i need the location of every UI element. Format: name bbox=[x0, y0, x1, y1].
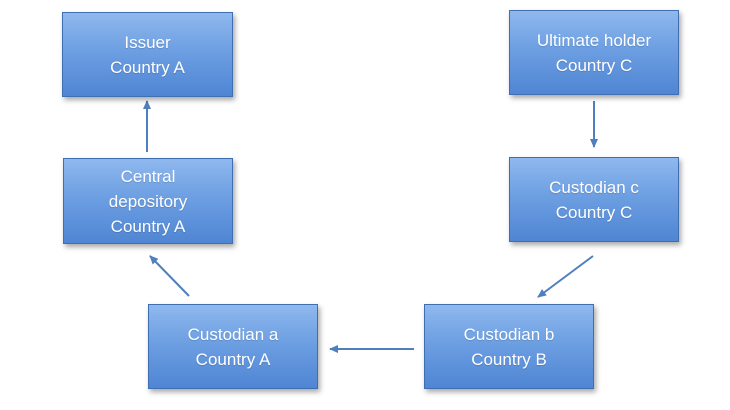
node-label-cont: depository bbox=[108, 191, 188, 211]
node-label: Custodian a bbox=[187, 324, 279, 344]
ultimate-holder-node: Ultimate holder Country C bbox=[509, 10, 679, 95]
node-label: Issuer bbox=[124, 32, 171, 52]
custodian-b-node: Custodian b Country B bbox=[424, 304, 594, 389]
arrow-custodian-c-to-custodian-b bbox=[537, 255, 594, 298]
node-label: Ultimate holder bbox=[536, 30, 652, 50]
arrow-custodian-a-to-central-depository bbox=[149, 255, 190, 297]
issuer-node: Issuer Country A bbox=[62, 12, 233, 97]
node-label: Custodian c bbox=[549, 177, 639, 197]
node-country: Country C bbox=[555, 202, 633, 222]
node-label: Custodian b bbox=[463, 324, 555, 344]
node-country: Country A bbox=[110, 57, 185, 77]
custodian-a-node: Custodian a Country A bbox=[148, 304, 318, 389]
node-country: Country A bbox=[110, 216, 186, 236]
central-depository-node: Central depository Country A bbox=[63, 158, 233, 244]
node-label: Central bbox=[120, 166, 176, 186]
node-country: Country B bbox=[471, 349, 547, 369]
node-country: Country C bbox=[555, 55, 633, 75]
node-country: Country A bbox=[195, 349, 271, 369]
custodian-c-node: Custodian c Country C bbox=[509, 157, 679, 242]
